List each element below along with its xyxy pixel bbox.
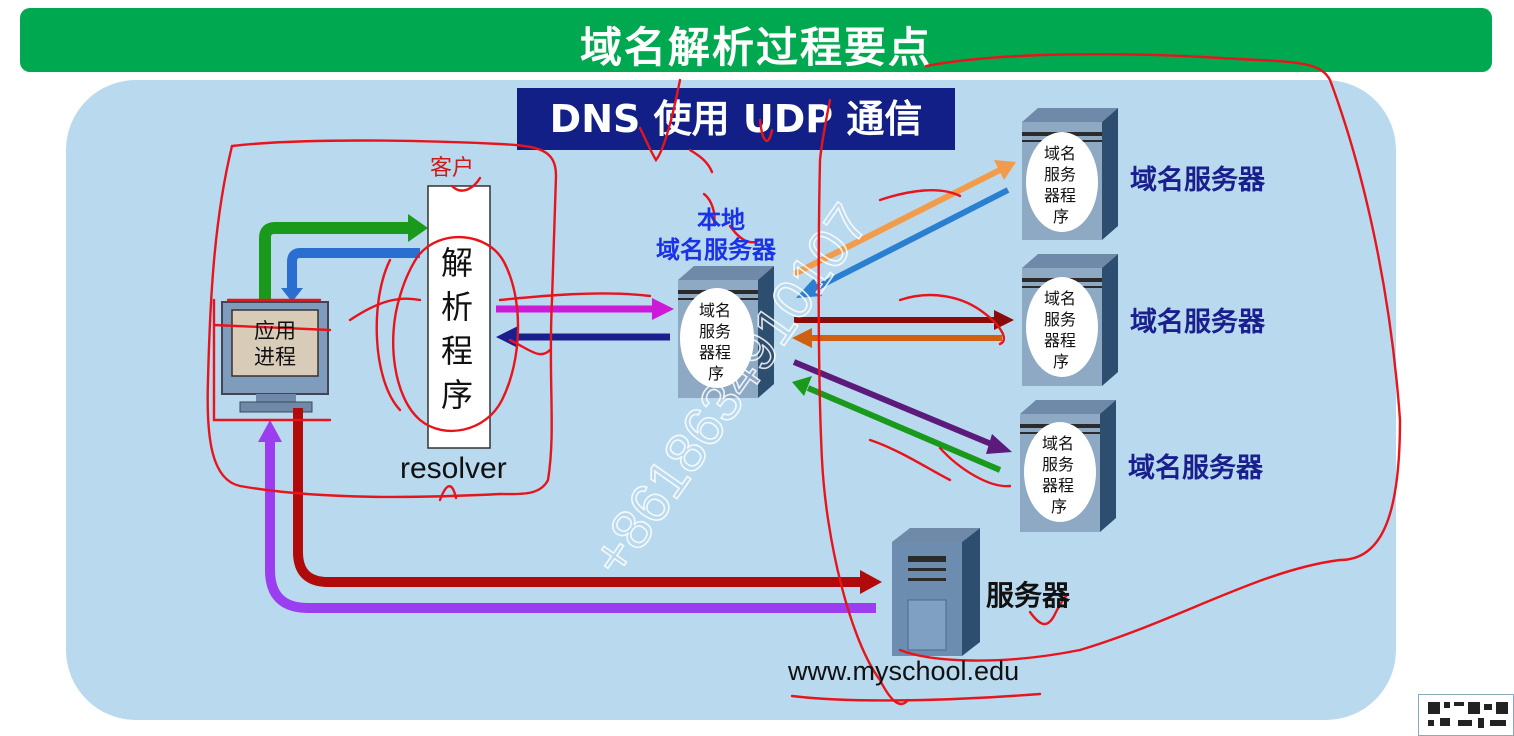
- resolver-box: [427, 185, 491, 449]
- web-server-host: www.myschool.edu: [788, 656, 1020, 686]
- arrow-resolver-to-app: [287, 248, 420, 292]
- web-server-label: 服务器: [986, 579, 1071, 612]
- dns3-label: 域名服务器: [1128, 453, 1263, 484]
- arrow-local-to-dns3: [792, 359, 998, 449]
- local-dns-server: [678, 266, 774, 398]
- dns-udp-banner: DNS 使用 UDP 通信: [517, 88, 955, 150]
- resolver-char-4: 序: [441, 376, 474, 414]
- local-dns-label-line1: 本地: [697, 206, 745, 234]
- page-title: 域名解析过程要点: [579, 23, 932, 72]
- dns2-program-2: 服务: [1044, 310, 1077, 329]
- resolver-char-1: 解: [441, 244, 474, 282]
- title-bar: 域名解析过程要点: [20, 8, 1492, 72]
- arrow-dns1-to-local: [810, 187, 1010, 293]
- dns1-label: 域名服务器: [1130, 165, 1265, 196]
- web-server: [892, 528, 980, 656]
- app-process-computer: [221, 301, 329, 413]
- arrowhead-app-to-resolver: [408, 214, 428, 242]
- dns2-program-1: 域名: [1044, 289, 1077, 308]
- dns3-program-3: 器程: [1042, 476, 1075, 495]
- dns1-program-4: 序: [1053, 207, 1070, 226]
- local-dns-label-line2: 域名服务器: [656, 236, 776, 264]
- resolver-char-2: 析: [441, 288, 474, 326]
- handwritten-annotations: [206, 52, 1402, 706]
- dns1-program-2: 服务: [1044, 165, 1077, 184]
- dns2-label: 域名服务器: [1130, 307, 1265, 338]
- remote-dns-server-3: [1020, 400, 1116, 532]
- dns3-program-4: 序: [1051, 497, 1068, 516]
- local-dns-program-4: 序: [708, 364, 725, 383]
- resolver-char-3: 程: [441, 332, 474, 370]
- client-label: 客户: [430, 156, 475, 181]
- remote-dns-server-2: [1022, 254, 1118, 386]
- arrow-app-to-resolver: [259, 222, 410, 300]
- arrow-app-to-server: [293, 408, 864, 587]
- resolver-label: resolver: [400, 452, 507, 485]
- arrow-server-to-app: [265, 440, 876, 613]
- arrowhead-resolver-to-app: [281, 288, 303, 302]
- arrow-local-to-dns1: [792, 167, 1002, 277]
- dns2-program-4: 序: [1053, 352, 1070, 371]
- qr-code-icon: [1418, 694, 1514, 736]
- remote-dns-server-1: [1022, 108, 1118, 240]
- arrow-dns3-to-local: [806, 385, 1002, 473]
- local-dns-program-3: 器程: [699, 343, 732, 362]
- dns3-program-1: 域名: [1042, 434, 1075, 453]
- dns3-program-2: 服务: [1042, 455, 1075, 474]
- app-process-label: 应用 进程: [254, 319, 296, 369]
- dns1-program-3: 器程: [1044, 186, 1077, 205]
- dns1-program-1: 域名: [1044, 144, 1077, 163]
- local-dns-program-2: 服务: [699, 322, 732, 341]
- local-dns-program-1: 域名: [699, 301, 732, 320]
- dns2-program-3: 器程: [1044, 331, 1077, 350]
